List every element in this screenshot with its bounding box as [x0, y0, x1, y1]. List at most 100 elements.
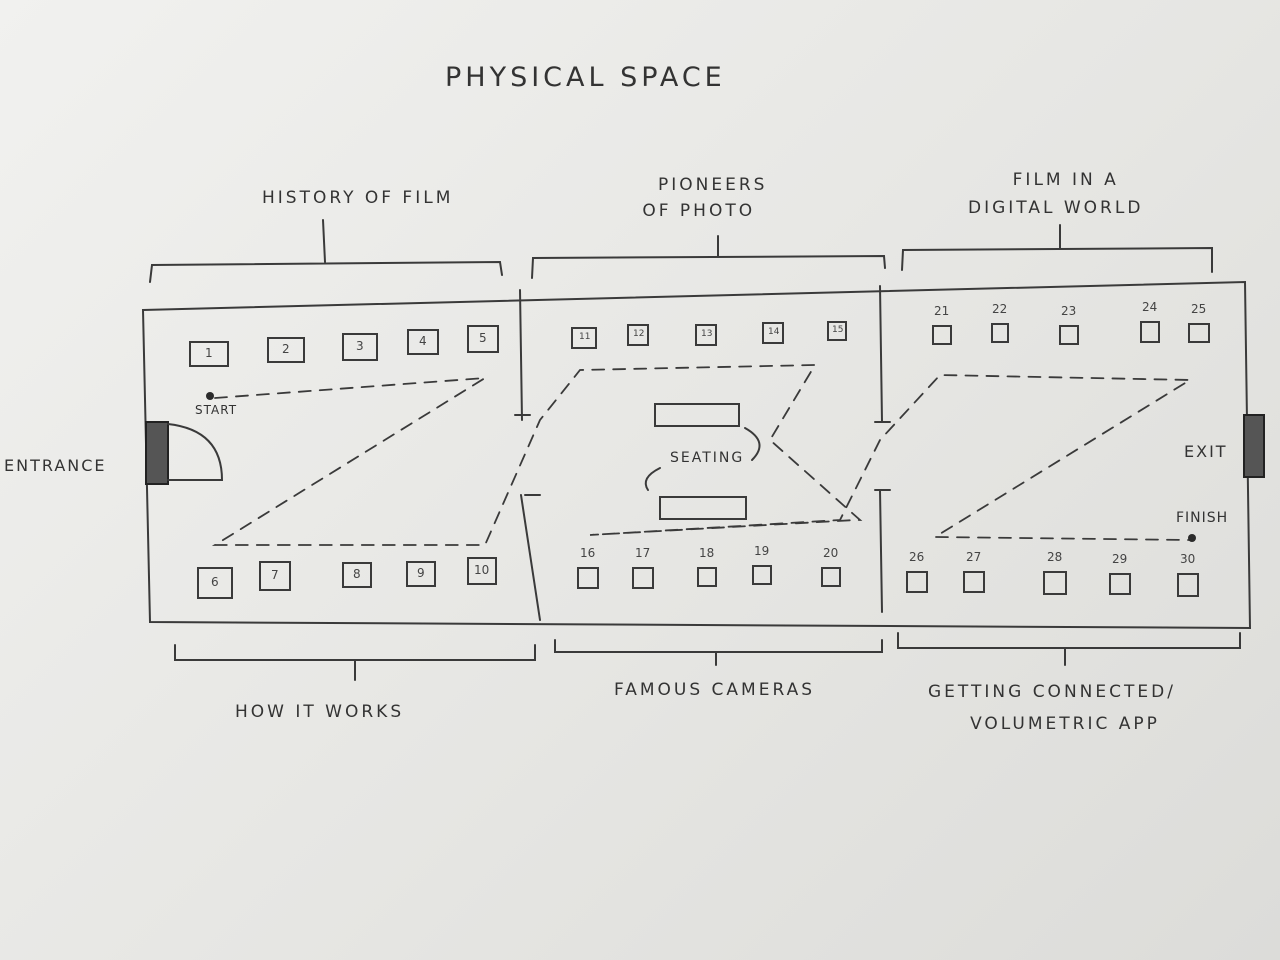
station-box-4: [407, 329, 439, 355]
entrance-label: ENTRANCE: [4, 456, 107, 475]
section-pioneers-of-photo: PIONEERS OF PHOTO: [630, 175, 767, 222]
start-label: START: [195, 403, 238, 417]
exit-label: EXIT: [1184, 442, 1228, 461]
seating-bench-1: [654, 403, 740, 427]
station-box-9: [406, 561, 436, 587]
station-number-17: 17: [635, 546, 651, 560]
station-number-9: 9: [417, 566, 425, 580]
station-number-28: 28: [1047, 550, 1063, 564]
seating-arrow-1: [744, 427, 761, 461]
brace-connected: [897, 632, 1241, 666]
path-segment-1: [211, 364, 1194, 546]
station-box-22: [991, 323, 1009, 343]
station-box-30: [1177, 573, 1199, 597]
brace-history: [149, 219, 503, 283]
station-box-20: [821, 567, 841, 587]
station-number-8: 8: [353, 567, 361, 581]
station-box-10: [467, 557, 497, 585]
station-number-13: 13: [701, 329, 713, 339]
station-number-27: 27: [966, 550, 982, 564]
station-number-25: 25: [1191, 302, 1207, 316]
station-number-18: 18: [699, 546, 715, 560]
station-number-4: 4: [419, 334, 427, 348]
brace-pioneers: [531, 235, 886, 279]
station-box-17: [632, 567, 654, 589]
tick-2: [874, 421, 891, 491]
station-number-14: 14: [768, 327, 780, 337]
section-digital-line2: DIGITAL WORLD: [968, 198, 1144, 219]
station-box-14: [762, 322, 784, 344]
page-title: PHYSICAL SPACE: [445, 62, 726, 93]
station-number-7: 7: [271, 568, 279, 582]
station-box-8: [342, 562, 372, 588]
section-digital-line1: FILM IN A: [1012, 170, 1119, 190]
station-number-26: 26: [909, 550, 925, 564]
station-number-2: 2: [282, 342, 290, 356]
finish-dot: [1188, 534, 1196, 542]
station-number-3: 3: [356, 339, 364, 353]
exit-door: [1243, 414, 1265, 478]
seating-label: SEATING: [670, 450, 745, 466]
section-how-it-works: HOW IT WORKS: [235, 702, 405, 722]
section-pioneers-line1: PIONEERS: [658, 175, 768, 195]
brace-cameras: [554, 639, 883, 666]
station-box-2: [267, 337, 305, 363]
seating-arrow-2: [644, 467, 661, 491]
station-box-6: [197, 567, 233, 599]
station-number-12: 12: [633, 329, 645, 339]
station-box-27: [963, 571, 985, 593]
station-box-7: [259, 561, 291, 591]
finish-label: FINISH: [1176, 510, 1229, 526]
divider-2: [879, 285, 883, 613]
section-pioneers-line2: OF PHOTO: [642, 201, 756, 222]
station-box-26: [906, 571, 928, 593]
station-box-11: [571, 327, 597, 349]
station-box-28: [1043, 571, 1067, 595]
tick-1: [514, 414, 541, 496]
station-number-30: 30: [1180, 552, 1196, 566]
section-connected-line2: VOLUMETRIC APP: [970, 714, 1160, 735]
station-number-24: 24: [1142, 300, 1158, 314]
station-box-23: [1059, 325, 1079, 345]
divider-1: [519, 289, 541, 621]
door-swing: [167, 423, 224, 481]
section-film-digital-world: FILM IN A DIGITAL WORLD: [968, 170, 1143, 219]
station-number-22: 22: [992, 302, 1008, 316]
station-box-15: [827, 321, 847, 341]
station-number-23: 23: [1061, 304, 1077, 318]
station-box-19: [752, 565, 772, 585]
entrance-door: [145, 421, 169, 485]
section-history-of-film: HISTORY OF FILM: [262, 188, 454, 208]
station-number-29: 29: [1112, 552, 1128, 566]
station-box-5: [467, 325, 499, 353]
station-box-1: [189, 341, 229, 367]
brace-how: [174, 644, 536, 681]
station-box-12: [627, 324, 649, 346]
station-number-6: 6: [211, 575, 219, 589]
seating-bench-2: [659, 496, 747, 520]
station-box-24: [1140, 321, 1160, 343]
station-box-21: [932, 325, 952, 345]
station-box-29: [1109, 573, 1131, 595]
station-number-11: 11: [579, 332, 591, 342]
station-box-25: [1188, 323, 1210, 343]
station-number-21: 21: [934, 304, 950, 318]
station-number-19: 19: [754, 544, 770, 558]
section-getting-connected: GETTING CONNECTED/ VOLUMETRIC APP: [928, 682, 1176, 735]
room-outline: [141, 280, 1252, 630]
station-box-13: [695, 324, 717, 346]
station-number-10: 10: [474, 563, 490, 577]
section-famous-cameras: FAMOUS CAMERAS: [614, 680, 815, 700]
station-box-3: [342, 333, 378, 361]
station-number-16: 16: [580, 546, 596, 560]
section-connected-line1: GETTING CONNECTED/: [928, 682, 1176, 702]
station-box-18: [697, 567, 717, 587]
station-number-15: 15: [832, 325, 844, 335]
brace-digital: [901, 224, 1213, 273]
station-box-16: [577, 567, 599, 589]
station-number-5: 5: [479, 331, 487, 345]
station-number-1: 1: [205, 346, 213, 360]
start-dot: [206, 392, 214, 400]
station-number-20: 20: [823, 546, 839, 560]
